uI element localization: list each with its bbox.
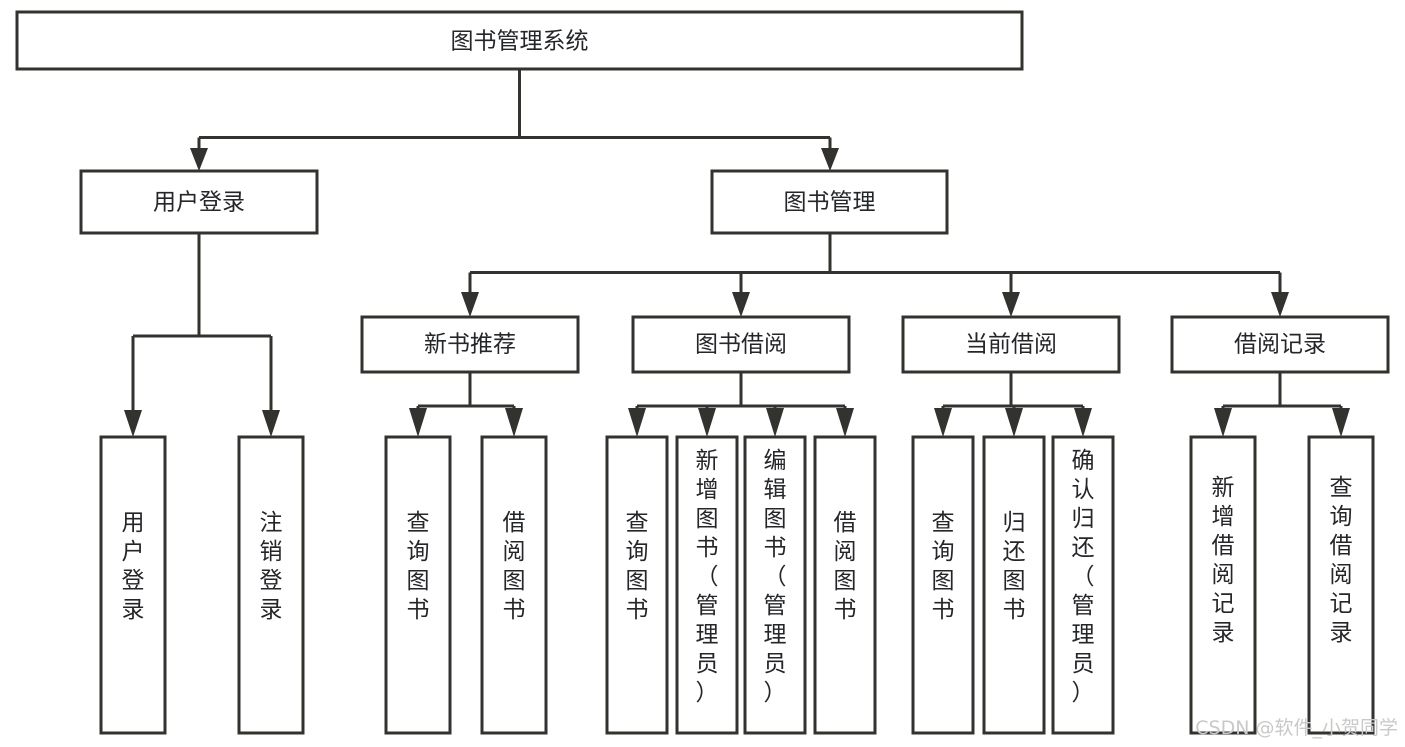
arrow-head-leaf-user-login [124, 410, 142, 437]
node-new-book-recommend-label: 新书推荐 [424, 332, 516, 358]
connector-group-new-book-recommend [409, 372, 523, 437]
node-leaf-borrow-book-recommend[interactable]: 借阅图书 [480, 435, 548, 735]
node-leaf-query-book-current-box[interactable] [911, 435, 975, 735]
node-leaf-query-borrow-record[interactable]: 查询借阅记录 [1307, 435, 1375, 735]
node-leaf-edit-book-admin-box[interactable] [743, 435, 807, 735]
connector-group-book-management [461, 233, 1289, 317]
node-book-borrow-label: 图书借阅 [695, 332, 787, 358]
arrow-head-leaf-query-borrow-record [1332, 408, 1350, 437]
node-leaf-confirm-return-admin[interactable]: 确认归还（管理员） [1051, 435, 1115, 735]
node-leaf-add-borrow-record-label: 新增借阅记录 [1212, 475, 1235, 646]
arrow-head-leaf-add-borrow-record [1214, 408, 1232, 437]
node-user-login-label: 用户登录 [153, 190, 245, 216]
node-leaf-return-book-label: 归还图书 [1003, 510, 1026, 623]
node-leaf-edit-book-admin-label: 编辑图书（管理员） [764, 448, 787, 706]
connector-group-current-borrow [934, 372, 1092, 437]
arrow-head-user-login [190, 148, 208, 171]
node-leaf-edit-book-admin[interactable]: 编辑图书（管理员） [743, 435, 807, 735]
node-book-borrow-box[interactable] [631, 315, 851, 374]
node-leaf-add-borrow-record-box[interactable] [1189, 435, 1257, 735]
node-book-borrow[interactable]: 图书借阅 [631, 315, 851, 374]
arrow-head-new-book-recommend [461, 292, 479, 317]
node-user-login-box[interactable] [79, 169, 319, 235]
node-book-management-box[interactable] [710, 169, 949, 235]
node-user-login[interactable]: 用户登录 [79, 169, 319, 235]
arrow-head-leaf-borrow-book-recommend [505, 408, 523, 437]
connector-group-book-borrow [628, 372, 854, 437]
node-leaf-confirm-return-admin-label: 确认归还（管理员） [1072, 448, 1095, 706]
node-leaf-query-book-current-label: 查询图书 [932, 510, 955, 623]
node-leaf-query-book-borrow[interactable]: 查询图书 [605, 435, 669, 735]
node-leaf-user-login[interactable]: 用户登录 [99, 435, 167, 735]
arrow-head-current-borrow [1002, 292, 1020, 317]
node-borrow-record-label: 借阅记录 [1234, 332, 1326, 358]
node-root[interactable]: 图书管理系统 [15, 10, 1024, 71]
node-leaf-query-book-recommend-box[interactable] [384, 435, 452, 735]
node-leaf-query-book-borrow-label: 查询图书 [626, 510, 649, 623]
node-leaf-query-book-recommend[interactable]: 查询图书 [384, 435, 452, 735]
node-leaf-return-book-box[interactable] [982, 435, 1046, 735]
node-new-book-recommend-box[interactable] [360, 315, 580, 374]
node-leaf-logout[interactable]: 注销登录 [237, 435, 305, 735]
connector-group-root [190, 69, 839, 171]
connector-group-user-login [124, 233, 280, 437]
arrow-head-leaf-return-book [1005, 408, 1023, 437]
node-leaf-borrow-book[interactable]: 借阅图书 [813, 435, 877, 735]
arrow-head-leaf-query-book-recommend [409, 408, 427, 437]
node-root-box[interactable] [15, 10, 1024, 71]
arrow-head-leaf-query-book-current [934, 408, 952, 437]
node-leaf-user-login-label: 用户登录 [122, 510, 145, 623]
node-leaf-user-login-box[interactable] [99, 435, 167, 735]
node-book-management-label: 图书管理 [784, 190, 876, 216]
watermark-label: CSDN @软件_小贺同学 [1195, 717, 1398, 739]
node-leaf-logout-label: 注销登录 [260, 510, 283, 623]
node-leaf-borrow-book-recommend-label: 借阅图书 [503, 510, 526, 623]
node-current-borrow-label: 当前借阅 [965, 332, 1057, 358]
node-root-label: 图书管理系统 [451, 29, 589, 55]
node-leaf-confirm-return-admin-box[interactable] [1051, 435, 1115, 735]
arrow-head-book-borrow [732, 292, 750, 317]
arrow-head-leaf-borrow-book [836, 408, 854, 437]
arrow-head-leaf-query-book-borrow [628, 408, 646, 437]
node-leaf-borrow-book-label: 借阅图书 [834, 510, 857, 623]
connector-group-borrow-record [1214, 372, 1350, 437]
arrow-head-borrow-record [1271, 292, 1289, 317]
node-current-borrow[interactable]: 当前借阅 [901, 315, 1121, 374]
node-leaf-borrow-book-box[interactable] [813, 435, 877, 735]
node-leaf-query-book-recommend-label: 查询图书 [407, 510, 430, 623]
node-new-book-recommend[interactable]: 新书推荐 [360, 315, 580, 374]
node-leaf-query-borrow-record-label: 查询借阅记录 [1330, 475, 1353, 646]
node-leaf-add-book-admin-label: 新增图书（管理员） [696, 448, 719, 706]
arrow-head-book-management [821, 148, 839, 171]
arrow-head-leaf-edit-book-admin [766, 408, 784, 437]
arrow-head-leaf-add-book-admin [698, 408, 716, 437]
node-current-borrow-box[interactable] [901, 315, 1121, 374]
arrow-head-leaf-confirm-return-admin [1074, 408, 1092, 437]
node-leaf-query-borrow-record-box[interactable] [1307, 435, 1375, 735]
node-leaf-query-book-current[interactable]: 查询图书 [911, 435, 975, 735]
node-leaf-add-book-admin[interactable]: 新增图书（管理员） [675, 435, 739, 735]
node-borrow-record[interactable]: 借阅记录 [1170, 315, 1390, 374]
node-leaf-return-book[interactable]: 归还图书 [982, 435, 1046, 735]
node-leaf-add-book-admin-box[interactable] [675, 435, 739, 735]
node-borrow-record-box[interactable] [1170, 315, 1390, 374]
arrow-head-leaf-logout [262, 410, 280, 437]
node-book-management[interactable]: 图书管理 [710, 169, 949, 235]
node-leaf-borrow-book-recommend-box[interactable] [480, 435, 548, 735]
node-leaf-add-borrow-record[interactable]: 新增借阅记录 [1189, 435, 1257, 735]
node-leaf-logout-box[interactable] [237, 435, 305, 735]
node-leaf-query-book-borrow-box[interactable] [605, 435, 669, 735]
